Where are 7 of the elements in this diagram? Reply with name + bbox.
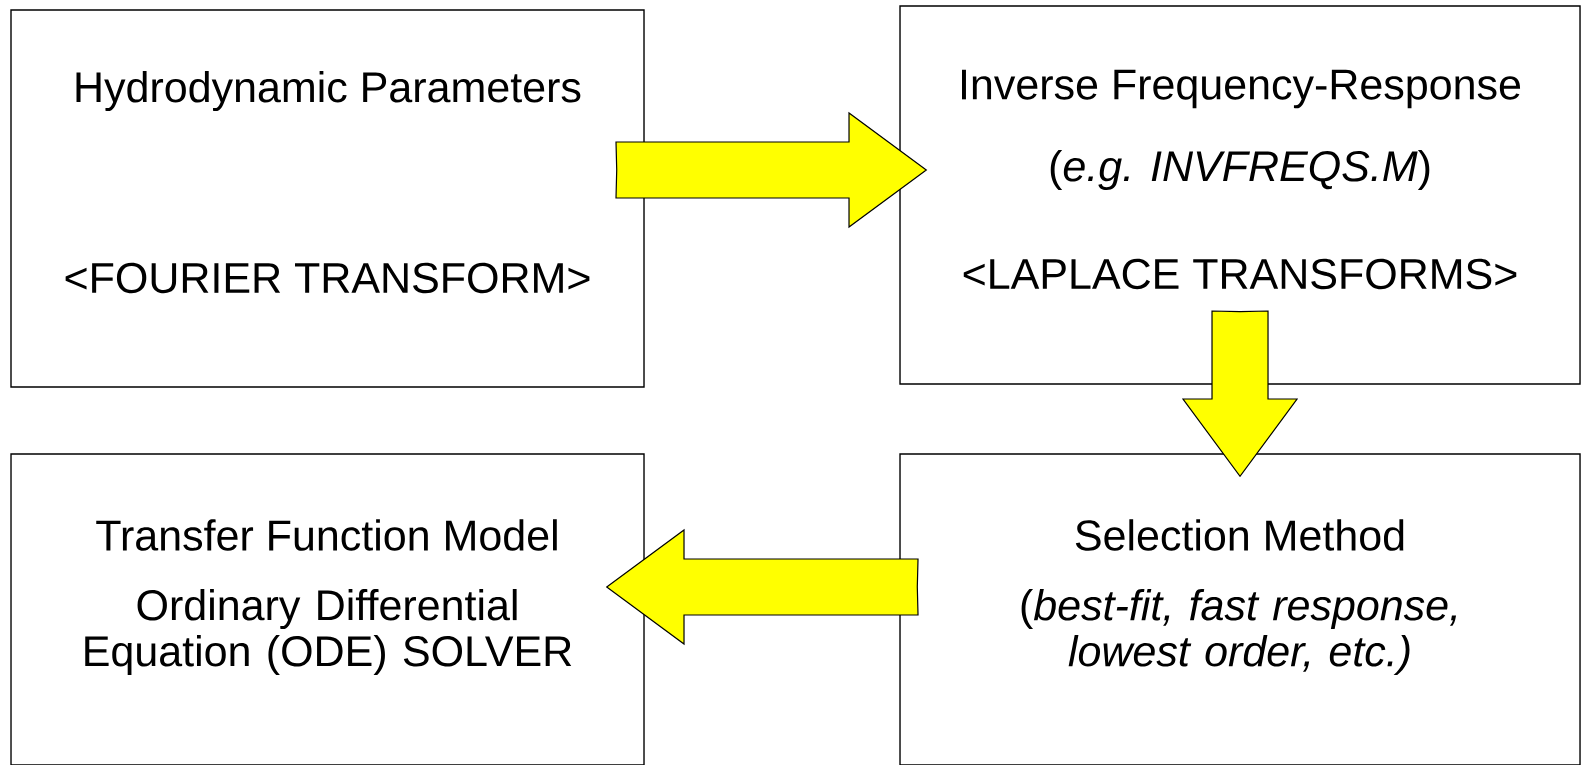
block-arrow [605,528,919,646]
block-arrow [1181,310,1299,478]
process-box: Hydrodynamic Parameters <FOURIER TRANSFORM> [10,9,645,388]
block-arrow [615,111,928,229]
process-box: Inverse Frequency-Response (e.g. INVFREQS.M) <LAPLACE TRANSFORMS> [899,5,1581,385]
process-box: Transfer Function Model Ordinary Differential Equation (ODE) SOLVER [10,453,645,765]
process-box: Selection Method (best-fit, fast response, lowest order, etc.) [899,453,1581,765]
